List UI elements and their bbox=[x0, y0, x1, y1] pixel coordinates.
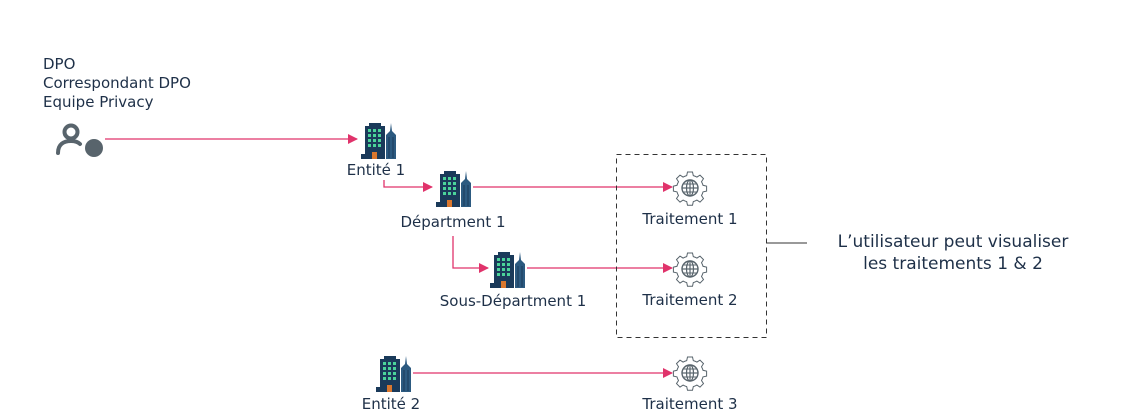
building-icon-sous-departement1 bbox=[490, 252, 525, 288]
node-label-traitement3: Traitement 3 bbox=[642, 395, 738, 413]
node-label-sous-departement1: Sous-Départment 1 bbox=[439, 292, 587, 310]
gear-globe-icon-traitement1 bbox=[672, 171, 708, 206]
gear-globe-icon-traitement2 bbox=[672, 252, 708, 287]
arrow-departement1-to-sousdepartement1 bbox=[452, 236, 489, 273]
building-icon-departement1 bbox=[436, 171, 471, 207]
building-icon-entite2 bbox=[376, 356, 411, 392]
node-label-departement1: Départment 1 bbox=[400, 213, 506, 231]
building-icon-entite1 bbox=[361, 123, 396, 159]
node-label-entite1: Entité 1 bbox=[346, 161, 406, 179]
role-equipe-privacy: Equipe Privacy bbox=[43, 93, 154, 111]
node-label-traitement2: Traitement 2 bbox=[642, 291, 738, 309]
annotation-line-1: L’utilisateur peut visualiser bbox=[837, 232, 1069, 252]
gear-globe-icon-traitement3 bbox=[672, 356, 708, 391]
node-label-traitement1: Traitement 1 bbox=[642, 210, 738, 228]
role-correspondant-dpo: Correspondant DPO bbox=[43, 74, 191, 92]
role-dpo: DPO bbox=[43, 55, 76, 73]
visible-treatments-group-box bbox=[616, 154, 767, 338]
user-group-icon bbox=[56, 123, 103, 157]
annotation-line-2: les traitements 1 & 2 bbox=[863, 254, 1043, 274]
arrow-entite1-to-departement1 bbox=[383, 180, 433, 192]
node-label-entite2: Entité 2 bbox=[361, 395, 421, 413]
